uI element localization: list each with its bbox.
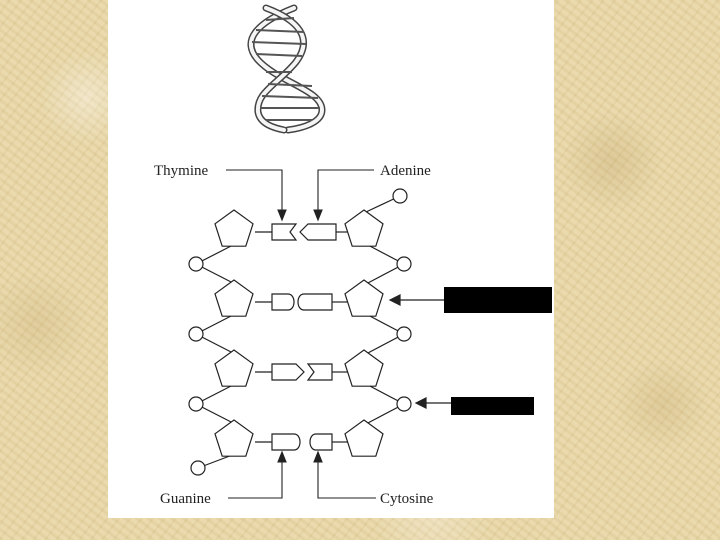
pointer-arrowhead bbox=[416, 398, 426, 408]
pointer-arrowhead bbox=[390, 295, 400, 305]
hidden-label-box bbox=[451, 397, 534, 415]
hidden-label-box bbox=[444, 287, 552, 313]
